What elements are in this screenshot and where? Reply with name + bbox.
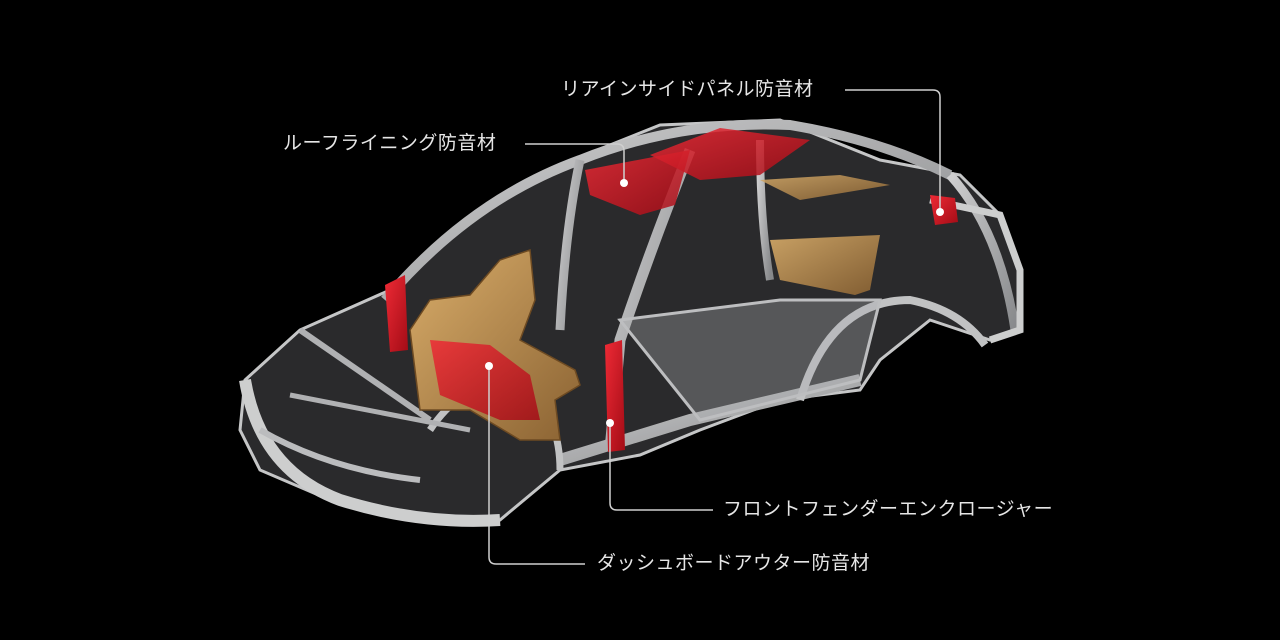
front-fender-enclosure-shape	[605, 340, 625, 452]
dot-rear-inside-panel	[936, 208, 944, 216]
rear-shelf-insulation-shape	[760, 175, 890, 200]
leader-dots	[485, 179, 944, 427]
dot-roof-lining	[620, 179, 628, 187]
callout-front-fender-enclosure: フロントフェンダーエンクロージャー	[723, 498, 1054, 520]
callout-roof-lining: ルーフライニング防音材	[283, 132, 497, 154]
leader-front-fender	[609, 423, 713, 511]
leader-roof-lining	[525, 143, 625, 183]
dot-dashboard-outer	[485, 362, 493, 370]
a-pillar-insulation-shape	[385, 275, 408, 352]
callout-dashboard-outer: ダッシュボードアウター防音材	[597, 552, 871, 574]
callout-rear-inside-panel: リアインサイドパネル防音材	[561, 78, 814, 100]
dot-front-fender	[606, 419, 614, 427]
roof-lining-insulation-shape	[585, 150, 690, 215]
leader-lines	[488, 89, 941, 565]
leader-dashboard-outer	[488, 366, 585, 565]
insulation-red-parts	[385, 128, 958, 452]
rear-inside-panel-insulation-shape	[930, 195, 958, 225]
roof-rear-insulation-shape	[650, 128, 810, 180]
leader-rear-inside-panel	[845, 89, 941, 212]
floor-insulation-shape	[770, 235, 880, 295]
dashboard-outer-insulation-shape	[430, 340, 540, 420]
